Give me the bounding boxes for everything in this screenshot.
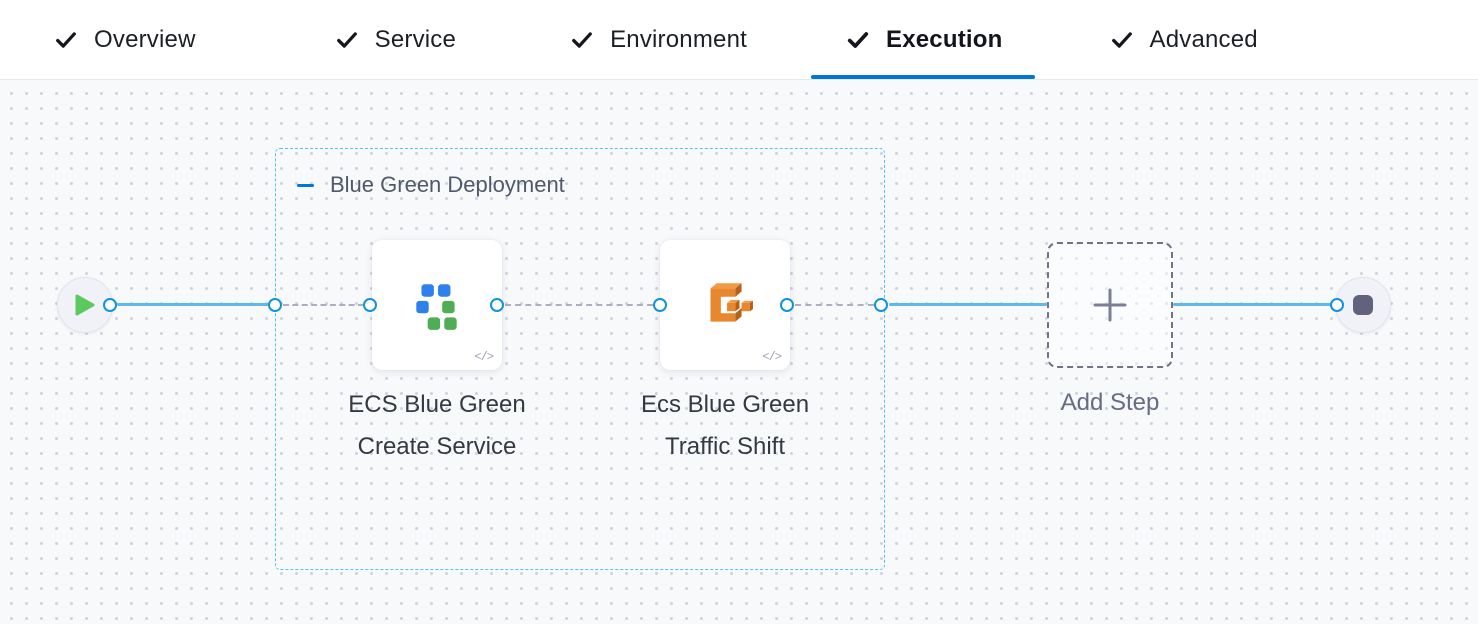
add-step-label: Add Step: [1060, 389, 1160, 416]
connector-line-dashed: [795, 304, 874, 306]
code-badge: </>: [474, 350, 494, 364]
connector-port[interactable]: [268, 298, 282, 312]
connector-line: [889, 303, 1047, 306]
minus-icon: [297, 183, 314, 187]
check-icon: [336, 31, 357, 48]
connector-port[interactable]: [1330, 298, 1344, 312]
tab-overview[interactable]: Overview: [55, 0, 196, 79]
active-tab-indicator: [811, 75, 1035, 79]
step-ecs-blue-green-traffic-shift[interactable]: </>: [660, 240, 790, 370]
end-node: [1335, 277, 1391, 333]
stage-tab-bar: Overview Service Environment Execution: [0, 0, 1478, 80]
plus-icon: [1093, 288, 1127, 322]
tab-execution[interactable]: Execution: [811, 0, 1035, 79]
aws-ecs-icon: [710, 283, 753, 322]
tab-advanced-label: Advanced: [1149, 25, 1258, 53]
stop-icon: [1353, 295, 1373, 315]
step-group-blue-green-deployment: [275, 148, 885, 570]
connector-port[interactable]: [363, 298, 377, 312]
add-step-button[interactable]: [1047, 242, 1173, 368]
connector-port[interactable]: [780, 298, 794, 312]
tab-service[interactable]: Service: [336, 0, 456, 79]
connector-line: [117, 303, 269, 306]
step-group-label: Blue Green Deployment: [330, 172, 565, 197]
check-icon: [572, 31, 592, 48]
connector-port[interactable]: [874, 298, 888, 312]
connector-port[interactable]: [490, 298, 504, 312]
connector-port[interactable]: [103, 298, 117, 312]
execution-graph-canvas[interactable]: Blue Green Deployment: [0, 80, 1478, 624]
tab-execution-label: Execution: [886, 25, 1003, 53]
connector-line-dashed: [505, 304, 653, 306]
connector-line: [1173, 303, 1331, 306]
tab-environment-label: Environment: [610, 25, 747, 53]
tab-overview-label: Overview: [94, 25, 196, 53]
play-icon: [75, 294, 95, 316]
check-icon: [1111, 31, 1132, 48]
step-group-header: Blue Green Deployment: [297, 172, 565, 198]
code-badge: </>: [762, 350, 782, 364]
tab-advanced[interactable]: Advanced: [1111, 0, 1258, 79]
step-label: Ecs Blue Green Traffic Shift: [640, 391, 810, 460]
step-ecs-blue-green-create-service[interactable]: </>: [372, 240, 502, 370]
check-icon: [56, 31, 76, 48]
blue-green-service-icon: [416, 284, 457, 330]
connector-line-dashed: [283, 304, 364, 306]
check-icon: [847, 31, 869, 48]
collapse-group-button[interactable]: [297, 176, 315, 194]
connector-port[interactable]: [653, 298, 667, 312]
tab-service-label: Service: [374, 25, 457, 53]
step-label: ECS Blue Green Create Service: [348, 391, 526, 460]
tab-environment[interactable]: Environment: [571, 0, 747, 79]
